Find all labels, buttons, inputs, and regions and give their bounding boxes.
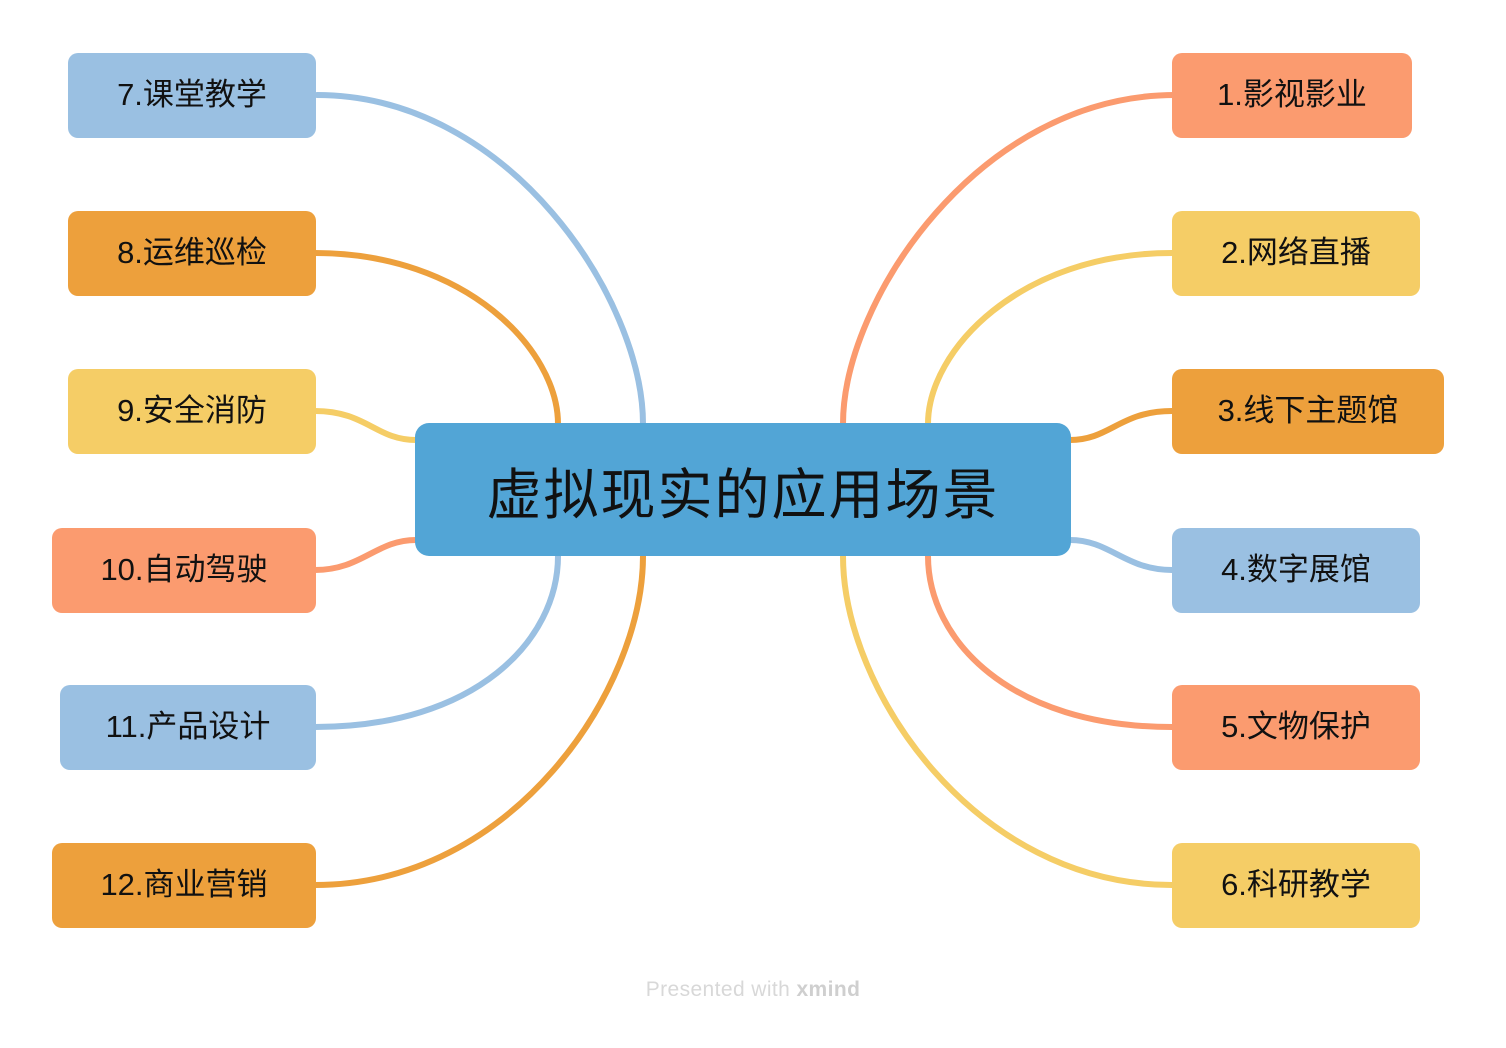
branch-node-11[interactable]: 11.产品设计 (60, 685, 316, 770)
connector-to-node-5 (925, 553, 1175, 730)
xmind-watermark: Presented with xmind (0, 978, 1506, 1002)
branch-node-12-label: 12.商业营销 (100, 867, 268, 903)
branch-node-8[interactable]: 8.运维巡检 (68, 211, 316, 296)
connector-to-node-3 (1067, 408, 1175, 443)
watermark-brand: xmind (796, 978, 861, 1001)
branch-node-8-label: 8.运维巡检 (117, 235, 267, 271)
connector-to-node-8 (312, 250, 561, 427)
connector-to-node-11 (312, 553, 561, 730)
watermark-prefix: Presented with (645, 978, 797, 1001)
branch-node-2-label: 2.网络直播 (1221, 235, 1371, 271)
connector-to-node-4 (1067, 537, 1175, 573)
connector-to-node-2 (925, 250, 1175, 427)
branch-node-5[interactable]: 5.文物保护 (1172, 685, 1420, 770)
branch-node-10-label: 10.自动驾驶 (100, 552, 268, 588)
branch-node-12[interactable]: 12.商业营销 (52, 843, 316, 928)
branch-node-3[interactable]: 3.线下主题馆 (1172, 369, 1444, 454)
branch-node-7-label: 7.课堂教学 (117, 77, 267, 113)
branch-node-6[interactable]: 6.科研教学 (1172, 843, 1420, 928)
connector-to-node-7 (314, 92, 646, 427)
branch-node-4-label: 4.数字展馆 (1221, 552, 1371, 588)
connector-to-node-10 (312, 537, 419, 573)
connector-to-node-1 (840, 92, 1178, 427)
branch-node-9-label: 9.安全消防 (117, 393, 267, 429)
branch-node-11-label: 11.产品设计 (105, 709, 271, 745)
branch-node-4[interactable]: 4.数字展馆 (1172, 528, 1420, 613)
connector-to-node-6 (840, 553, 1175, 888)
branch-node-1[interactable]: 1.影视影业 (1172, 53, 1412, 138)
branch-node-5-label: 5.文物保护 (1221, 709, 1371, 745)
branch-node-2[interactable]: 2.网络直播 (1172, 211, 1420, 296)
central-topic-label: 虚拟现实的应用场景 (486, 463, 1000, 526)
connector-to-node-12 (312, 553, 646, 888)
branch-node-3-label: 3.线下主题馆 (1217, 393, 1399, 429)
branch-node-6-label: 6.科研教学 (1221, 867, 1371, 903)
connector-to-node-9 (312, 408, 419, 443)
branch-node-1-label: 1.影视影业 (1217, 77, 1367, 113)
central-topic-node[interactable]: 虚拟现实的应用场景 (415, 423, 1071, 556)
branch-node-7[interactable]: 7.课堂教学 (68, 53, 316, 138)
branch-node-10[interactable]: 10.自动驾驶 (52, 528, 316, 613)
branch-node-9[interactable]: 9.安全消防 (68, 369, 316, 454)
